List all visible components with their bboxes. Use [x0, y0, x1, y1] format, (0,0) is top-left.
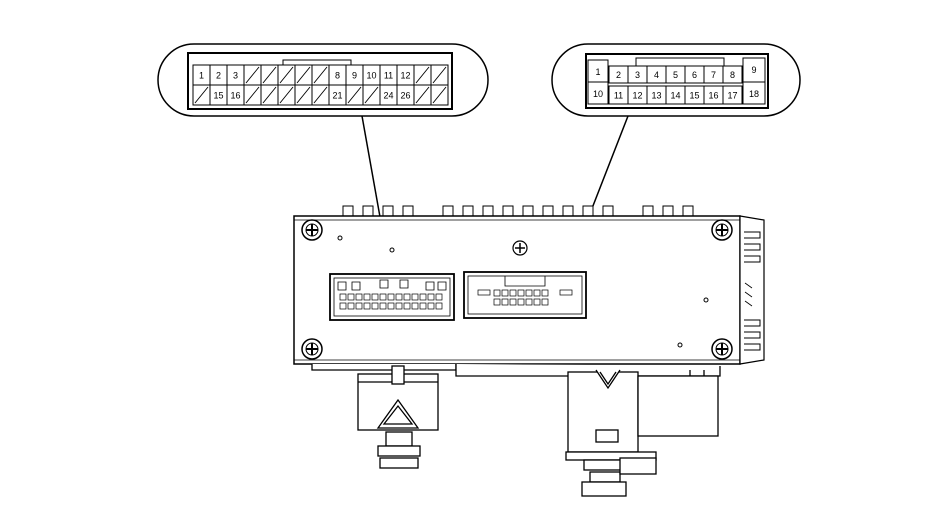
connector-a-bottom-unused-pin	[432, 86, 447, 104]
connector-b-top-pin-label: 2	[616, 70, 621, 80]
connector-a-bottom-unused-pin	[279, 86, 294, 104]
connector-a-top-unused-pin	[432, 66, 447, 84]
connector-a-bottom-row: 15 16 21 24 26	[192, 84, 449, 106]
connector-b-bottom-cell	[722, 85, 743, 105]
connector-b-bottom-pin-label: 13	[651, 91, 661, 101]
connector-b-latch	[635, 57, 725, 67]
connector-b-top-pin-label: 5	[673, 70, 678, 80]
unit-socket-a	[329, 273, 455, 321]
connector-b-top-pin-label: 7	[711, 70, 716, 80]
bottom-right-bracket	[455, 364, 721, 497]
connector-b-callout: 1 10 9 18 2 3 4 5 6 7 8 11 12 13 14 15 16 17	[551, 43, 801, 117]
screw-top-right	[711, 219, 733, 241]
connector-a-bottom-unused-pin	[262, 86, 277, 104]
unit-socket-b	[463, 271, 587, 319]
screw-top-left	[301, 219, 323, 241]
control-unit	[293, 205, 765, 497]
connector-a-bottom-unused-pin	[313, 86, 328, 104]
connector-a-top-pin-label: 12	[400, 71, 410, 81]
connector-a-top-unused-pin	[415, 66, 430, 84]
connector-b-top-row: 2 3 4 5 6 7 8	[608, 65, 743, 84]
connector-b-bottom-pin-label: 11	[614, 91, 623, 101]
connector-b-top-pin-label: 3	[635, 70, 640, 80]
connector-a-top-pin-label: 1	[199, 71, 204, 81]
connector-a-top-pin-label: 9	[352, 71, 357, 81]
connector-b-pin-9: 9	[751, 65, 756, 75]
connector-a-bottom-unused-pin	[415, 86, 430, 104]
connector-b-pin-18: 18	[749, 89, 759, 99]
connector-b-bottom-row: 11 12 13 14 15 16 17	[608, 85, 743, 105]
connector-b-bottom-pin-label: 14	[670, 91, 680, 101]
connector-a-bottom-unused-pin	[245, 86, 260, 104]
connector-a-top-unused-pin	[279, 66, 294, 84]
connector-a-bottom-unused-pin	[347, 86, 362, 104]
connector-b-top-cell	[722, 65, 743, 84]
connector-a-bottom-unused-pin	[364, 86, 379, 104]
connector-a-top-pin-label: 2	[216, 71, 221, 81]
connector-b-pin-18-cell	[742, 81, 766, 105]
connector-b-bottom-pin-label: 15	[689, 91, 699, 101]
connector-b-bottom-pin-label: 16	[708, 91, 718, 101]
heat-sink	[739, 215, 765, 365]
connector-b-bottom-pin-label: 12	[632, 91, 642, 101]
screw-bottom-left	[301, 338, 323, 360]
connector-b-pin-10-cell	[587, 81, 609, 105]
top-fins	[342, 205, 694, 217]
connector-a-bottom-pin-label: 24	[383, 91, 393, 101]
connector-a-bottom-pin-label: 15	[213, 91, 223, 101]
screw-center	[512, 240, 528, 256]
connector-b-top-pin-label: 8	[730, 70, 735, 80]
connector-b-bottom-pin-label: 17	[727, 91, 737, 101]
connector-a-top-pin-label: 10	[366, 71, 376, 81]
connector-b-top-pin-label: 4	[654, 70, 659, 80]
connector-a-bottom-pin-label: 16	[230, 91, 240, 101]
connector-b-pin-1: 1	[595, 67, 600, 77]
connector-a-bottom-unused-pin	[194, 86, 209, 104]
connector-a-top-pin-label: 11	[384, 71, 393, 81]
connector-a-bottom-unused-pin	[296, 86, 311, 104]
bottom-left-bracket	[311, 364, 457, 469]
connector-b-pin-10: 10	[593, 89, 603, 99]
connector-a-top-pin-label: 3	[233, 71, 238, 81]
connector-a-top-pin-label: 8	[335, 71, 340, 81]
connector-a-bottom-pin-label: 21	[332, 91, 342, 101]
connector-a-top-unused-pin	[245, 66, 260, 84]
connector-a-top-unused-pin	[262, 66, 277, 84]
connector-b-top-pin-label: 6	[692, 70, 697, 80]
connector-a-top-unused-pin	[296, 66, 311, 84]
screw-bottom-right	[711, 338, 733, 360]
connector-a-bottom-pin-label: 26	[400, 91, 410, 101]
connector-a-top-unused-pin	[313, 66, 328, 84]
